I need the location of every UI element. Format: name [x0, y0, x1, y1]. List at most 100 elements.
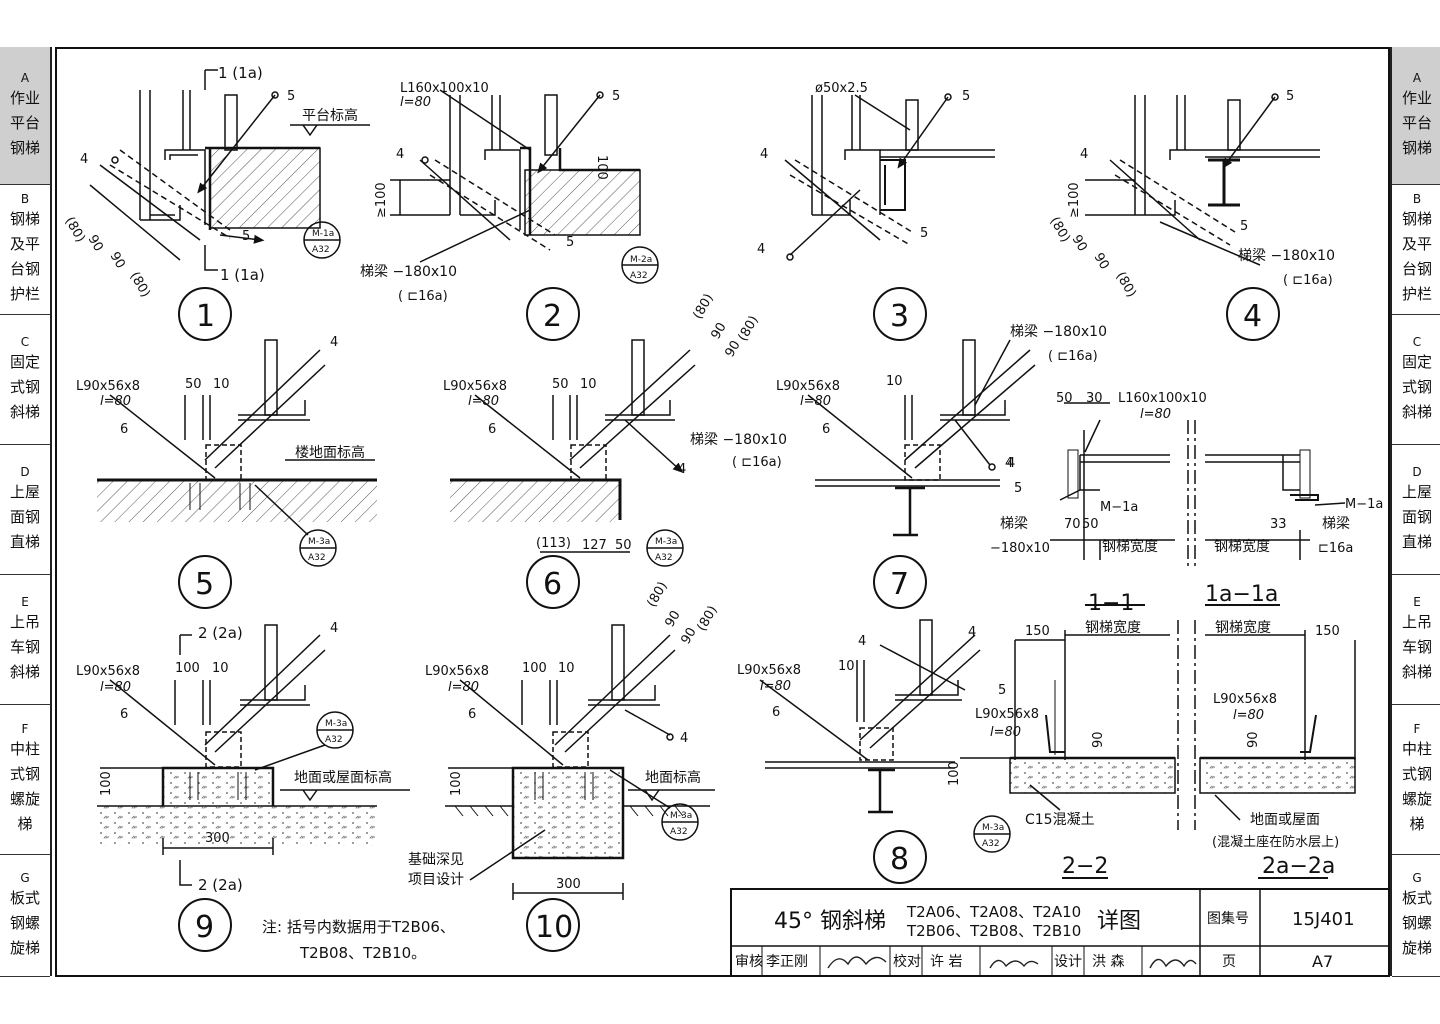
- svg-text:M−1a: M−1a: [1100, 500, 1138, 515]
- svg-text:5: 5: [920, 226, 928, 241]
- svg-text:A32: A32: [655, 553, 673, 563]
- svg-text:10: 10: [580, 377, 597, 392]
- svg-text:4: 4: [858, 634, 866, 649]
- svg-text:100: 100: [175, 661, 200, 676]
- svg-text:M-1a: M-1a: [312, 229, 334, 239]
- atlas-label: 图集号: [1207, 910, 1249, 927]
- svg-text:l=80: l=80: [100, 394, 131, 409]
- svg-text:钢梯宽度: 钢梯宽度: [1085, 619, 1141, 636]
- svg-text:设计: 设计: [1054, 954, 1082, 970]
- svg-text:2a−2a: 2a−2a: [1262, 854, 1335, 879]
- svg-text:2 (2a): 2 (2a): [198, 624, 243, 642]
- svg-text:6: 6: [488, 422, 496, 437]
- svg-text:M-3a: M-3a: [982, 823, 1004, 833]
- svg-text:6: 6: [822, 422, 830, 437]
- svg-text:(80): (80): [694, 603, 720, 634]
- svg-text:6: 6: [468, 707, 476, 722]
- detail-3: [784, 93, 995, 341]
- svg-text:5: 5: [242, 229, 250, 244]
- detail-1: [89, 69, 370, 341]
- svg-text:基础深见: 基础深见: [408, 851, 464, 868]
- svg-text:4: 4: [80, 152, 88, 167]
- svg-text:( ⊏16a): ( ⊏16a): [1283, 273, 1333, 288]
- svg-text:楼地面标高: 楼地面标高: [295, 444, 365, 461]
- svg-text:1−1: 1−1: [1088, 591, 1134, 616]
- svg-text:90: 90: [1246, 731, 1261, 748]
- svg-text:4: 4: [1080, 147, 1088, 162]
- svg-text:5: 5: [566, 235, 574, 250]
- svg-text:4: 4: [678, 462, 686, 477]
- svg-text:L160x100x10: L160x100x10: [1118, 391, 1207, 406]
- svg-text:4: 4: [330, 335, 338, 350]
- detail-3-labels: ø50x2.5 5 4 4 5 3: [757, 81, 970, 334]
- svg-text:300: 300: [205, 831, 230, 846]
- atlas-number: 15J401: [1292, 909, 1355, 930]
- detail-number-7: 7: [890, 567, 909, 602]
- svg-text:l=80: l=80: [1233, 708, 1264, 723]
- detail-10: [445, 624, 715, 952]
- detail-number-10: 10: [535, 910, 573, 945]
- svg-text:ø50x2.5: ø50x2.5: [815, 81, 868, 96]
- svg-text:钢梯宽度: 钢梯宽度: [1215, 619, 1271, 636]
- detail-number-2: 2: [543, 299, 562, 334]
- svg-text:4: 4: [330, 621, 338, 636]
- svg-text:90: 90: [708, 320, 729, 342]
- svg-text:M-3a: M-3a: [670, 811, 692, 821]
- footnote: 注: 括号内数据用于T2B06、 T2B08、T2B10。: [262, 918, 455, 962]
- svg-text:L90x56x8: L90x56x8: [76, 379, 140, 394]
- svg-text:l=80: l=80: [1140, 407, 1171, 422]
- svg-text:5: 5: [998, 683, 1006, 698]
- svg-text:梯梁 −180x10: 梯梁 −180x10: [690, 432, 787, 448]
- svg-text:A32: A32: [982, 839, 1000, 849]
- svg-text:150: 150: [1315, 624, 1340, 639]
- svg-text:5: 5: [287, 89, 295, 104]
- title-block: 45° 钢斜梯 T2A06、T2A08、T2A10 T2B06、T2B08、T2…: [730, 888, 1388, 975]
- detail-8: [759, 619, 981, 884]
- drawing-title-prefix: 45° 钢斜梯: [774, 909, 886, 934]
- svg-text:钢梯宽度: 钢梯宽度: [1102, 538, 1158, 555]
- svg-text:钢梯宽度: 钢梯宽度: [1214, 538, 1270, 555]
- svg-text:L90x56x8: L90x56x8: [425, 664, 489, 679]
- svg-text:许 岩: 许 岩: [930, 954, 962, 970]
- svg-text:≥100: ≥100: [374, 182, 389, 218]
- svg-text:( ⊏16a): ( ⊏16a): [732, 455, 782, 470]
- detail-6: [450, 339, 696, 609]
- section-2-2: [960, 620, 1179, 879]
- svg-text:L90x56x8: L90x56x8: [737, 663, 801, 678]
- svg-text:127: 127: [582, 538, 607, 553]
- svg-text:A32: A32: [325, 735, 343, 745]
- svg-text:150: 150: [1025, 624, 1050, 639]
- svg-text:90: 90: [1091, 251, 1112, 273]
- svg-text:100: 100: [594, 155, 609, 180]
- svg-text:A32: A32: [312, 245, 330, 255]
- svg-text:10: 10: [558, 661, 575, 676]
- svg-text:50: 50: [615, 538, 632, 553]
- svg-text:( ⊏16a): ( ⊏16a): [1048, 349, 1098, 364]
- detail-number-5: 5: [195, 567, 214, 602]
- svg-text:4: 4: [757, 242, 765, 257]
- svg-text:l=80: l=80: [400, 95, 431, 110]
- svg-text:6: 6: [772, 705, 780, 720]
- svg-text:M-3a: M-3a: [308, 537, 330, 547]
- svg-text:1 (1a): 1 (1a): [220, 266, 265, 284]
- svg-text:50: 50: [1056, 391, 1073, 406]
- svg-text:1 (1a): 1 (1a): [218, 64, 263, 82]
- svg-text:100: 100: [522, 661, 547, 676]
- detail-9-labels: 2 (2a) 2 (2a) L90x56x8 l=80 100 10 6 4 地…: [76, 621, 392, 945]
- svg-text:4: 4: [396, 147, 404, 162]
- svg-text:300: 300: [556, 877, 581, 892]
- detail-4: [1085, 93, 1320, 341]
- svg-text:5: 5: [612, 89, 620, 104]
- svg-text:梯梁 −180x10: 梯梁 −180x10: [1010, 324, 1107, 340]
- svg-text:90: 90: [107, 250, 128, 272]
- svg-text:平台标高: 平台标高: [302, 107, 358, 124]
- detail-number-9: 9: [195, 910, 214, 945]
- svg-text:梯梁 −180x10: 梯梁 −180x10: [1238, 248, 1335, 264]
- svg-text:M-2a: M-2a: [630, 255, 652, 265]
